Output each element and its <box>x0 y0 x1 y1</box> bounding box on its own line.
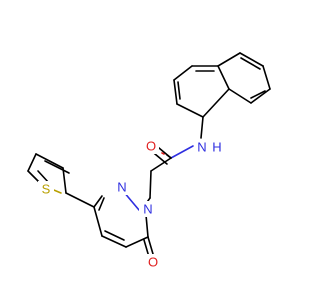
ketone-oxygen-label: O <box>148 255 158 270</box>
pyridazinone-ring <box>93 190 154 258</box>
amide-hydrogen-label: H <box>212 140 221 155</box>
molecule-diagram: N H O N N O S <box>27 52 271 270</box>
amide-linker <box>144 116 204 206</box>
sulfur-label: S <box>42 182 51 197</box>
naphthalene-ring <box>173 52 271 118</box>
thiophene-ring <box>27 153 95 208</box>
amide-nitrogen-label: N <box>197 140 206 155</box>
ring-nitrogen-1-label: N <box>117 180 126 195</box>
atom-labels: N H O N N O S <box>38 138 222 270</box>
amide-oxygen-label: O <box>146 139 156 154</box>
ring-nitrogen-2-label: N <box>143 202 152 217</box>
